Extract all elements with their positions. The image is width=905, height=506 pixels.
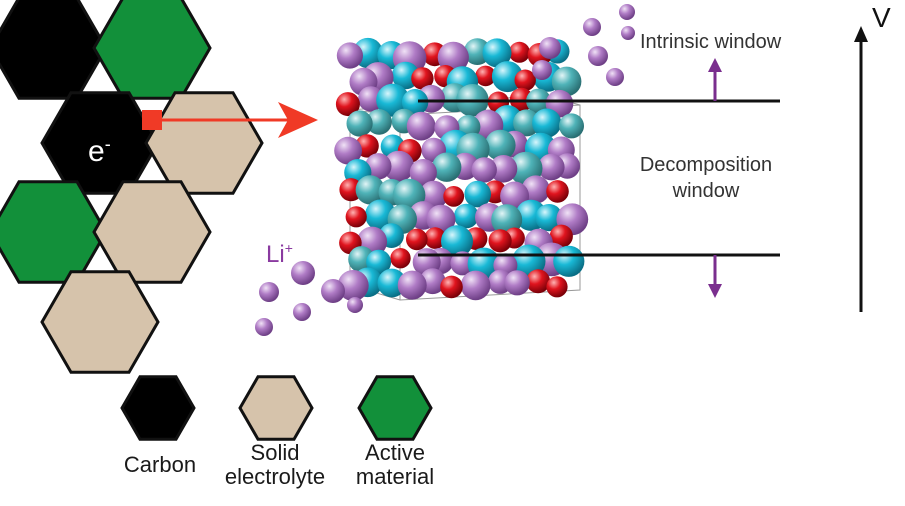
legend-swatches [120,375,433,441]
atom-lithium [471,157,497,183]
atom-oxygen [411,67,434,90]
atom-lithium [538,153,565,181]
atom-lithium-free [532,60,552,80]
atom-lithium-free [621,26,635,40]
particle-hexagon-cluster [0,0,264,374]
atom-lithium-free [293,303,311,321]
atom-lithium-free [255,318,273,336]
legend-hex-active-material [357,375,433,441]
hex-active-material [0,180,108,284]
legend-label-solid-electrolyte: Solid electrolyte [224,440,326,489]
atom-lithium [334,136,362,165]
atom-lithium [336,42,363,69]
atom-lithium [426,204,456,234]
legend-label-active-material: Active material [355,440,435,489]
lower-window-arrow [708,255,722,298]
atom-oxygen [440,275,463,299]
atom-lithium-free [259,282,279,302]
atom-cyan [454,203,479,229]
atom-oxygen [514,69,536,91]
atom-teal [432,152,462,182]
electron-label: e- [88,134,111,168]
atom-teal [484,129,516,161]
atom-cyan [482,38,512,68]
atom-lithium [397,270,427,300]
hex-solid-electrolyte [40,270,160,374]
atom-lithium [504,270,530,296]
atomic-structure [255,4,635,336]
atom-lithium [460,270,491,301]
atom-cyan [491,61,523,93]
atom-teal [366,109,392,135]
atom-teal [513,109,541,137]
atom-oxygen [508,41,530,63]
atom-cyan [401,89,429,116]
interface-marker-square [142,110,162,130]
atom-oxygen [406,228,428,251]
voltage-axis [854,26,868,312]
hex-carbon [0,0,108,100]
atom-oxygen [546,180,569,203]
legend-label-carbon: Carbon [123,452,197,477]
atom-oxygen [443,186,465,207]
atom-teal [346,110,373,137]
atom-cyan [553,245,585,277]
voltage-axis-label: V [872,2,891,33]
atom-lithium-free [321,279,345,303]
atom-teal [355,175,385,205]
atom-oxygen [345,206,367,228]
atom-oxygen [526,269,551,294]
atom-lithium [337,270,369,301]
atom-cyan [464,180,492,208]
atom-cyan [441,225,473,258]
zoom-arrow-head [278,102,318,138]
legend-hex-solid-electrolyte [238,375,314,441]
atom-oxygen [488,229,512,253]
atom-lithium-free [291,261,315,285]
atom-lithium-free [347,297,363,313]
atom-lithium-free [619,4,635,20]
hex-active-material [92,0,212,100]
atom-teal [551,66,582,97]
atom-cyan [376,83,410,117]
legend-hex-carbon [120,375,196,441]
atom-cyan [532,108,562,138]
atom-oxygen [475,65,496,87]
lithium-ion-label: Li+ [266,240,293,268]
atom-lithium-free [606,68,624,86]
hex-solid-electrolyte [92,180,212,284]
upper-window-arrow [708,58,722,101]
atom-oxygen [546,276,568,298]
hex-solid-electrolyte [144,91,264,195]
intrinsic-window-label: Intrinsic window [640,31,782,53]
atom-lithium [489,155,518,183]
atom-oxygen [390,248,411,269]
atom-lithium-free [583,18,601,36]
atom-lithium [365,153,392,180]
atom-cyan [535,204,563,232]
atom-oxygen [424,227,447,249]
decomposition-window-label: Decomposition window [639,154,773,202]
atom-teal [559,113,584,139]
atom-lithium-free [588,46,608,66]
atom-teal [491,204,523,236]
atom-lithium [406,111,436,141]
atom-oxygen [335,92,360,117]
atom-oxygen [549,224,573,248]
atom-lithium [383,150,415,182]
atom-lithium-free [539,37,561,59]
atom-lithium [409,159,437,187]
